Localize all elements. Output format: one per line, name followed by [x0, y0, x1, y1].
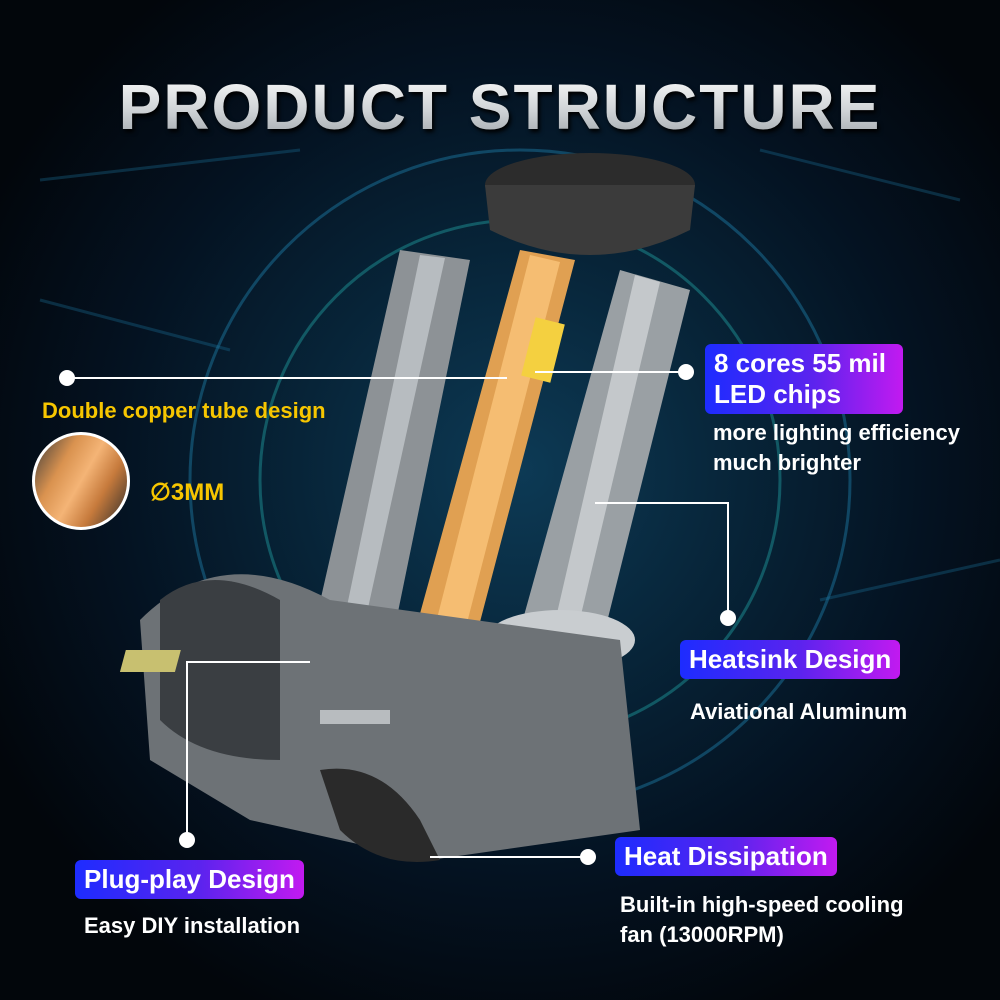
- chips-desc-line1: more lighting efficiency: [713, 420, 960, 445]
- callout-line-plug-v: [186, 661, 188, 840]
- chips-title-line2: LED chips: [714, 379, 842, 410]
- dissipation-desc-line2: fan (13000RPM): [620, 921, 784, 947]
- callout-dot-plug: [179, 832, 195, 848]
- callout-line-heatsink-h: [595, 502, 729, 504]
- copper-tube-closeup: [32, 432, 130, 530]
- dissipation-description: Built-in high-speed cooling fan (13000RP…: [620, 890, 904, 949]
- cooling-fan: [320, 768, 440, 862]
- screw: [320, 710, 390, 724]
- led-chip: [521, 317, 565, 383]
- heatsink-description: Aviational Aluminum: [690, 699, 908, 724]
- chips-title-badge: 8 cores 55 mil LED chips: [705, 344, 903, 415]
- callout-line-plug-h: [186, 661, 310, 663]
- callout-dot-chips: [678, 364, 694, 380]
- callout-line-heatsink-v: [727, 502, 729, 618]
- chips-description: more lighting efficiency much brighter: [713, 418, 960, 477]
- callout-line-copper: [67, 377, 507, 379]
- page-title: PRODUCT STRUCTURE: [0, 70, 1000, 144]
- callout-dot-dissipation: [580, 849, 596, 865]
- heatsink-title-badge: Heatsink Design: [680, 640, 901, 680]
- callout-dot-heatsink: [720, 610, 736, 626]
- diameter-label: ∅3MM: [150, 479, 225, 506]
- connector-pins: [119, 650, 181, 672]
- chips-title-line1: 8 cores 55 mil: [714, 348, 886, 378]
- chips-desc-line2: much brighter: [713, 449, 861, 475]
- plug-description: Easy DIY installation: [84, 913, 301, 938]
- dissipation-desc-line1: Built-in high-speed cooling: [620, 892, 904, 917]
- copper-label: Double copper tube design: [42, 398, 326, 423]
- callout-line-chips: [535, 371, 686, 373]
- callout-line-dissipation: [430, 856, 588, 858]
- plug-title-badge: Plug-play Design: [75, 860, 304, 900]
- dissipation-title-badge: Heat Dissipation: [615, 837, 837, 877]
